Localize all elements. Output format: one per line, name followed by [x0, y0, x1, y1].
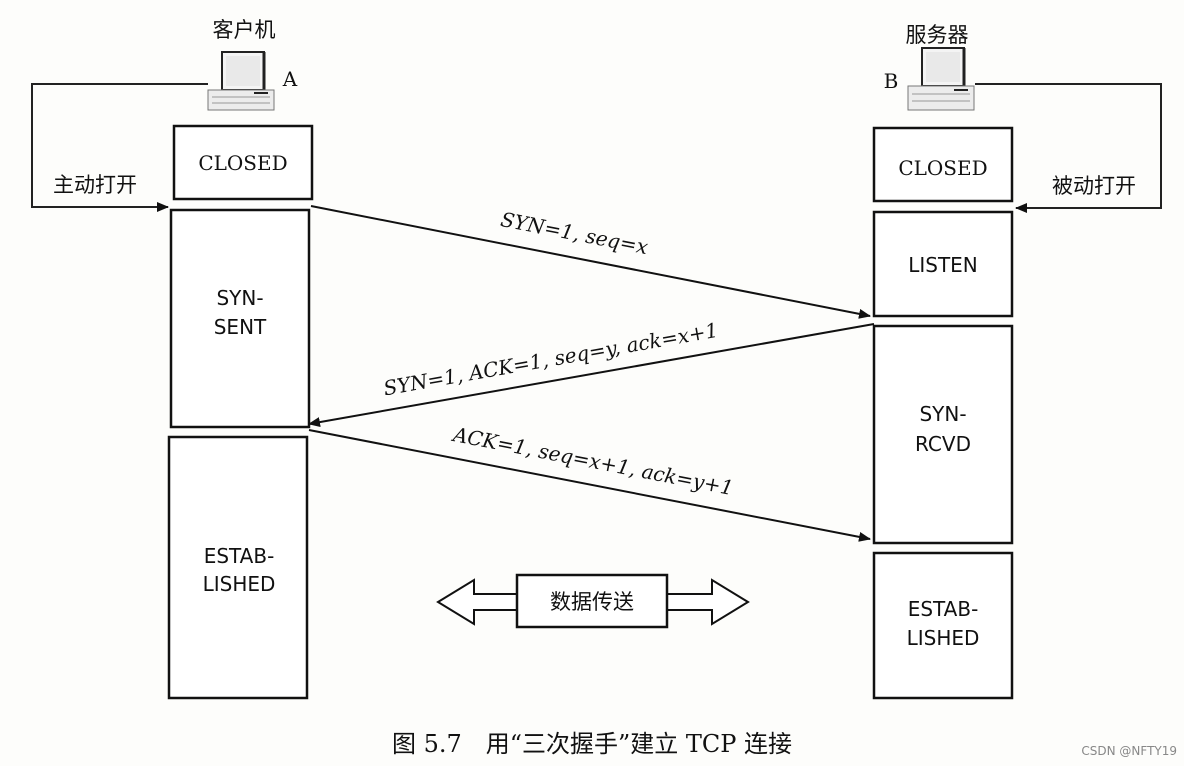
server-syn-rcvd-box	[872, 324, 1014, 545]
watermark: CSDN @NFTY19	[1081, 744, 1177, 758]
client-closed-label: CLOSED	[198, 151, 287, 175]
ack-arrow	[308, 429, 871, 542]
data-transfer-label: 数据传送	[550, 590, 634, 614]
client-established-box	[167, 435, 309, 700]
client-syn-sent-line1: SYN-	[216, 286, 263, 310]
server-listen-label: LISTEN	[908, 253, 978, 277]
client-closed-box	[172, 124, 314, 201]
syn-label: SYN=1, seq=x	[499, 207, 650, 259]
server-label: 服务器	[906, 23, 969, 47]
server-established-line2: LISHED	[907, 626, 980, 650]
ack-label: ACK=1, seq=x+1, ack=y+1	[449, 422, 735, 500]
data-transfer-left-arrow	[436, 578, 518, 626]
client-computer-icon	[207, 51, 275, 111]
syn-ack-label: SYN=1, ACK=1, seq=y, ack=x+1	[382, 318, 720, 401]
active-open-label: 主动打开	[53, 173, 137, 197]
client-established-line1: ESTAB-	[204, 544, 275, 568]
client-syn-sent-box	[169, 208, 311, 429]
server-established-box	[872, 551, 1014, 700]
syn-ack-arrow	[308, 323, 875, 428]
server-letter: B	[884, 69, 899, 93]
client-label: 客户机	[213, 18, 276, 42]
client-letter: A	[282, 67, 298, 91]
server-closed-label: CLOSED	[898, 156, 987, 180]
data-transfer-box	[515, 573, 669, 629]
figure-caption: 图 5.7 用“三次握手”建立 TCP 连接	[392, 730, 792, 758]
server-established-line1: ESTAB-	[908, 597, 979, 621]
client-syn-sent-line2: SENT	[214, 315, 267, 339]
server-computer-icon	[907, 47, 975, 111]
server-closed-box	[872, 126, 1014, 203]
data-transfer-right-arrow	[666, 578, 750, 626]
server-syn-rcvd-line1: SYN-	[919, 402, 966, 426]
passive-open-label: 被动打开	[1052, 174, 1136, 198]
server-syn-rcvd-line2: RCVD	[915, 432, 971, 456]
syn-arrow	[310, 205, 871, 319]
client-established-line2: LISHED	[203, 572, 276, 596]
server-listen-box	[872, 210, 1014, 318]
active-open-arrow	[31, 83, 208, 212]
passive-open-arrow	[975, 83, 1162, 213]
